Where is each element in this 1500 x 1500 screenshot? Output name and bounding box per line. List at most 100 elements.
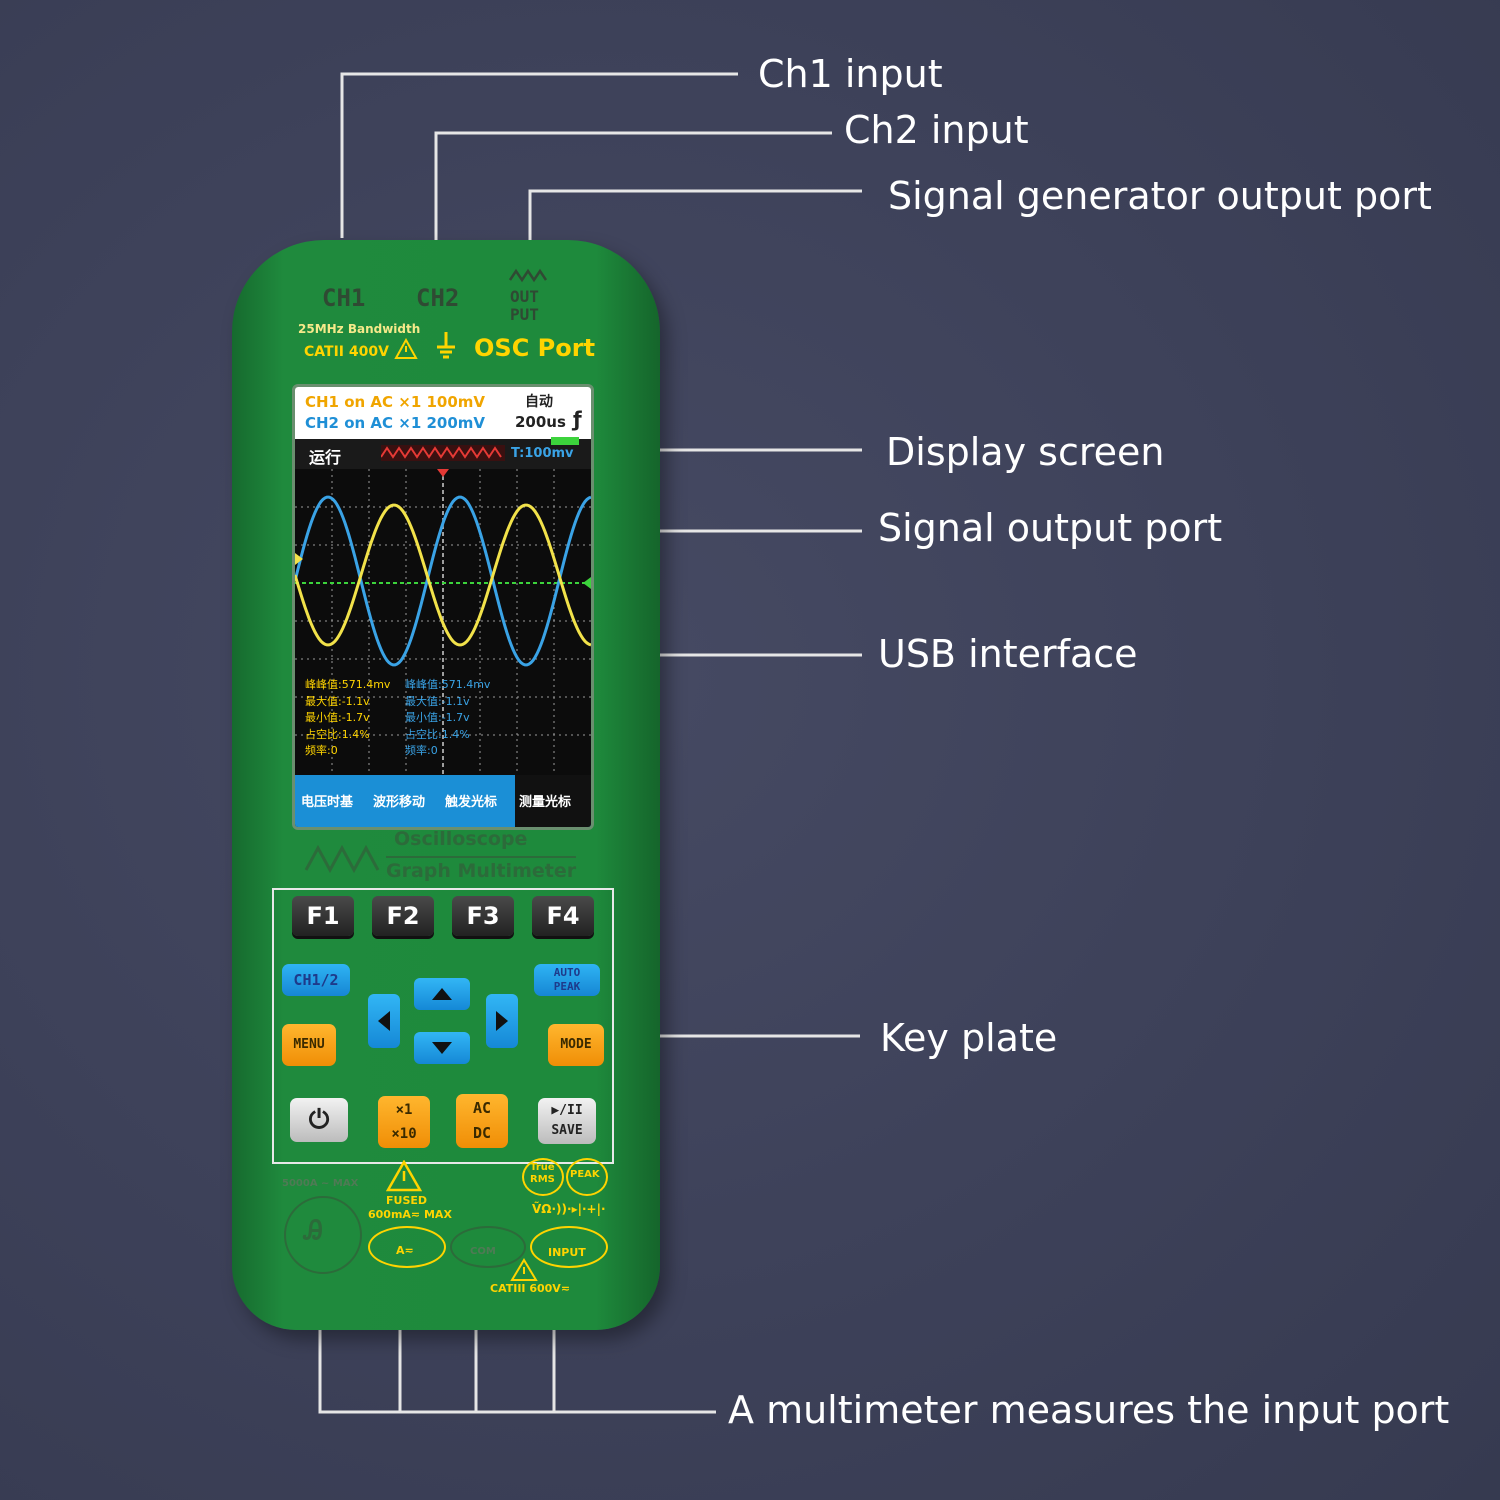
fused-warning-icon <box>386 1160 422 1192</box>
ch2-frequency: 频率:0 <box>405 744 438 757</box>
brand-line-1: Oscilloscope <box>394 828 528 850</box>
wave-icon <box>508 268 548 283</box>
current-rating: 5000A ~ MAX <box>282 1178 359 1189</box>
ch2-min: 最小值:-1.7v <box>405 711 470 724</box>
a-jack[interactable] <box>368 1226 446 1268</box>
auto-mode: 自动 <box>525 394 553 410</box>
a-jack-label: A≂ <box>396 1244 414 1257</box>
f3-key[interactable]: F3 <box>452 896 514 936</box>
ch2-duty: 占空比:1.4% <box>405 727 470 741</box>
ch1-peak-to-peak: 峰峰值:571.4mv <box>305 678 391 691</box>
current-clamp-jack[interactable] <box>284 1196 362 1274</box>
menu-key[interactable]: MENU <box>282 1024 336 1066</box>
peak-badge <box>566 1158 608 1196</box>
screen-soft-menu: 电压时基 波形移动 触发光标 测量光标 <box>295 775 591 827</box>
ch12-key[interactable]: CH1/2 <box>282 964 350 996</box>
f2-key[interactable]: F2 <box>372 896 434 936</box>
left-arrow-key[interactable] <box>368 994 400 1048</box>
catii-rating: CATII 400V <box>304 344 389 360</box>
multimeter-leader <box>318 1326 716 1414</box>
usb-interface-label: USB interface <box>878 632 1138 676</box>
x1-x10-key[interactable]: ×1 ×10 <box>378 1096 430 1148</box>
fused-label: FUSED <box>386 1194 428 1207</box>
bandwidth-label: 25MHz Bandwidth <box>298 322 421 336</box>
battery-icon <box>551 437 579 445</box>
ch2-port-label: CH2 <box>416 284 460 312</box>
left-arrow-icon <box>378 1011 390 1031</box>
warning-icon <box>394 338 418 359</box>
ch2-peak-to-peak: 峰峰值:571.4mv <box>405 678 491 691</box>
ch2-waveform <box>295 495 591 667</box>
key-plate <box>272 888 614 1164</box>
signal-generator-label: Signal generator output port <box>888 174 1432 218</box>
osc-port-label: OSC Port <box>474 334 596 362</box>
voltage-function-symbols: V͂Ω·))·▸|·+|· <box>532 1202 606 1216</box>
ch2-measurements: 峰峰值:571.4mv 最大值:-1.1v 最小值:-1.7v 占空比:1.4%… <box>405 677 490 760</box>
key-plate-label: Key plate <box>880 1016 1058 1060</box>
waveform-overview <box>381 445 505 461</box>
ch1-waveform <box>295 503 591 647</box>
ch1-max: 最大值:-1.1v <box>305 694 370 708</box>
ch1-frequency: 频率:0 <box>305 744 338 757</box>
brand-line-2: Graph Multimeter <box>386 860 577 882</box>
right-arrow-icon <box>496 1011 508 1031</box>
screen-header: CH1 on AC ×1 100mV CH2 on AC ×1 200mV 自动… <box>295 387 591 439</box>
com-jack-label: COM <box>470 1246 496 1257</box>
input-jack-label: INPUT <box>548 1246 586 1259</box>
menu-measure-cursor[interactable]: 测量光标 <box>519 795 572 810</box>
com-jack[interactable] <box>450 1226 526 1268</box>
power-key[interactable]: ⏻ <box>290 1098 348 1142</box>
right-arrow-key[interactable] <box>486 994 518 1048</box>
signal-output-label: Signal output port <box>878 506 1223 550</box>
ch1-port-label: CH1 <box>322 284 366 312</box>
ch1-status: CH1 on AC ×1 100mV <box>305 393 486 411</box>
peak-label: PEAK <box>570 1169 600 1180</box>
menu-wave-move[interactable]: 波形移动 <box>373 795 426 810</box>
timebase: 200us <box>515 413 566 431</box>
catiii-rating: CATIII 600V≂ <box>490 1282 571 1295</box>
trigger-marker <box>437 469 449 477</box>
ch2-marker <box>583 577 591 589</box>
menu-voltage-timebase[interactable]: 电压时基 <box>301 795 354 810</box>
ch1-duty: 占空比:1.4% <box>305 727 370 741</box>
ground-icon <box>437 332 455 359</box>
catiii-warning-icon <box>510 1258 538 1281</box>
screen-status-bar: 运行 T:100mv <box>295 437 591 469</box>
clamp-a-icon: Ꭿ <box>304 1216 323 1246</box>
ch2-leader <box>434 131 832 290</box>
trigger-edge-icon: ƒ <box>573 407 582 431</box>
true-rms-line-1: True <box>530 1162 555 1173</box>
f1-key[interactable]: F1 <box>292 896 354 936</box>
waveform-display <box>295 469 591 775</box>
ch1-marker <box>295 553 303 565</box>
f4-key[interactable]: F4 <box>532 896 594 936</box>
true-rms-badge <box>522 1158 564 1196</box>
ac-dc-key[interactable]: AC DC <box>456 1094 508 1148</box>
fused-rating: 600mA≂ MAX <box>368 1208 452 1221</box>
auto-peak-key[interactable]: AUTO PEAK <box>534 964 600 996</box>
ch2-input-label: Ch2 input <box>844 108 1029 152</box>
up-arrow-icon <box>432 988 452 1000</box>
up-arrow-key[interactable] <box>414 978 470 1010</box>
menu-trigger-cursor[interactable]: 触发光标 <box>445 795 498 810</box>
down-arrow-icon <box>432 1042 452 1054</box>
input-jack[interactable] <box>530 1226 608 1268</box>
ch1-measurements: 峰峰值:571.4mv 最大值:-1.1v 最小值:-1.7v 占空比:1.4%… <box>305 677 390 760</box>
multimeter-ports-label: A multimeter measures the input port <box>728 1388 1450 1432</box>
output-port-label-1: OUT <box>510 287 539 306</box>
ch1-input-label: Ch1 input <box>758 52 943 96</box>
run-state: 运行 <box>309 448 342 467</box>
down-arrow-key[interactable] <box>414 1032 470 1064</box>
output-port-label-2: PUT <box>510 305 539 324</box>
display-screen: CH1 on AC ×1 100mV CH2 on AC ×1 200mV 自动… <box>292 384 594 830</box>
trigger-level: T:100mv <box>511 446 574 461</box>
true-rms-line-2: RMS <box>530 1174 555 1185</box>
mode-key[interactable]: MODE <box>548 1024 604 1066</box>
ch1-leader <box>340 72 738 238</box>
play-save-key[interactable]: ▶/II SAVE <box>538 1098 596 1144</box>
ch2-status: CH2 on AC ×1 200mV <box>305 414 486 432</box>
display-screen-label: Display screen <box>886 430 1165 474</box>
brand-wave-logo <box>304 844 380 874</box>
ch1-min: 最小值:-1.7v <box>305 711 370 724</box>
